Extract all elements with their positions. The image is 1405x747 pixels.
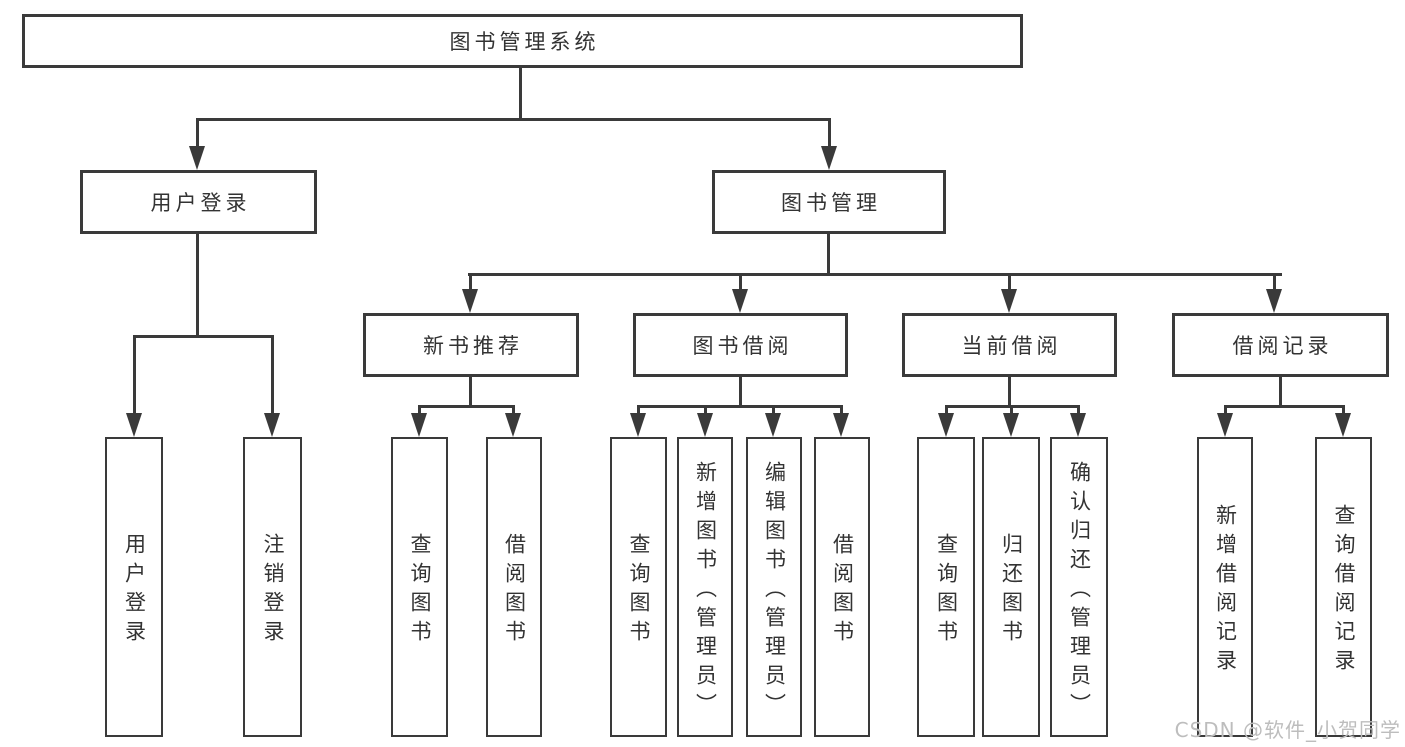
node-new-book-recommendation-label: 新书推荐 [423,334,523,358]
down-arrowhead-icon [126,413,142,437]
down-arrowhead-icon [765,413,781,437]
connector-to-leaf-logout [271,335,274,415]
down-arrowhead-icon [697,413,713,437]
connector-borrowing-records-stem [1279,376,1282,407]
down-arrowhead-icon [732,289,748,313]
down-arrowhead-icon [1001,289,1017,313]
node-book-management-label: 图书管理 [781,191,881,215]
connector-leaf-drop [945,405,948,415]
connector-leaf-drop [1010,405,1013,415]
down-arrowhead-icon [938,413,954,437]
connector-to-borrowing-records [1273,273,1276,291]
connector-to-leaf-user-login [133,335,136,415]
leaf-query-books-borrowing-label: 查询图书 [627,533,651,649]
node-current-borrowing: 当前借阅 [902,313,1117,377]
leaf-confirm-return-admin-label: 确认归还（管理员） [1067,460,1092,722]
leaf-add-book-admin-label: 新增图书（管理员） [693,460,718,722]
node-root: 图书管理系统 [22,14,1023,68]
node-book-management: 图书管理 [712,170,946,234]
connector-to-new-book [469,273,472,291]
leaf-return-books: 归还图书 [982,437,1040,737]
node-user-login-label: 用户登录 [150,191,251,215]
connector-to-user-login [196,118,199,148]
leaf-add-borrow-record: 新增借阅记录 [1197,437,1253,737]
connector-level3-branch [468,273,1282,276]
connector-to-book-borrowing [739,273,742,291]
connector-book-management-stem [827,233,830,276]
leaf-borrow-books-borrowing-label: 借阅图书 [830,533,855,649]
connector-root-stem [519,67,522,120]
connector-leaf-drop [1224,405,1227,415]
down-arrowhead-icon [189,146,205,170]
leaf-query-books-current-label: 查询图书 [934,533,959,649]
connector-user-login-stem [196,233,199,337]
connector-book-borrowing-branch [637,405,842,408]
down-arrowhead-icon [505,413,521,437]
down-arrowhead-icon [1217,413,1233,437]
down-arrowhead-icon [833,413,849,437]
leaf-borrow-books-recommend: 借阅图书 [486,437,542,737]
connector-leaf-drop [704,405,707,415]
node-book-borrowing-label: 图书借阅 [692,334,793,358]
down-arrowhead-icon [1070,413,1086,437]
leaf-logout-label: 注销登录 [261,533,285,649]
down-arrowhead-icon [1335,413,1351,437]
connector-leaf-drop [1077,405,1080,415]
leaf-user-login: 用户登录 [105,437,163,737]
leaf-confirm-return-admin: 确认归还（管理员） [1050,437,1108,737]
leaf-query-books-recommend: 查询图书 [391,437,448,737]
node-root-label: 图书管理系统 [449,30,600,54]
connector-new-book-stem [469,376,472,407]
leaf-query-books-borrowing: 查询图书 [610,437,667,737]
node-current-borrowing-label: 当前借阅 [961,334,1062,358]
connector-leaf-drop [418,405,421,415]
leaf-query-borrow-record-label: 查询借阅记录 [1332,504,1356,678]
connector-new-book-branch [418,405,514,408]
leaf-logout: 注销登录 [243,437,302,737]
connector-book-borrowing-stem [739,376,742,407]
connector-level1-branch [196,118,831,121]
down-arrowhead-icon [630,413,646,437]
leaf-add-borrow-record-label: 新增借阅记录 [1213,504,1238,678]
connector-to-book-management [828,118,831,148]
node-borrowing-records-label: 借阅记录 [1232,334,1333,358]
connector-borrowing-records-branch [1224,405,1343,408]
leaf-add-book-admin: 新增图书（管理员） [677,437,733,737]
down-arrowhead-icon [264,413,280,437]
connector-leaf-drop [1342,405,1345,415]
connector-to-current-borrowing [1008,273,1011,291]
connector-current-borrowing-stem [1008,376,1011,407]
down-arrowhead-icon [821,146,837,170]
leaf-borrow-books-borrowing: 借阅图书 [814,437,870,737]
leaf-borrow-books-recommend-label: 借阅图书 [502,533,527,649]
connector-leaf-drop [512,405,515,415]
csdn-watermark: CSDN @软件_小贺同学 [1174,718,1401,742]
connector-leaf-drop [772,405,775,415]
leaf-query-borrow-record: 查询借阅记录 [1315,437,1372,737]
connector-leaf-drop [840,405,843,415]
leaf-edit-book-admin-label: 编辑图书（管理员） [762,460,787,722]
leaf-query-books-current: 查询图书 [917,437,975,737]
down-arrowhead-icon [1003,413,1019,437]
node-book-borrowing: 图书借阅 [633,313,848,377]
down-arrowhead-icon [462,289,478,313]
node-borrowing-records: 借阅记录 [1172,313,1389,377]
down-arrowhead-icon [411,413,427,437]
leaf-return-books-label: 归还图书 [999,533,1024,649]
leaf-user-login-label: 用户登录 [122,533,147,649]
leaf-edit-book-admin: 编辑图书（管理员） [746,437,802,737]
leaf-query-books-recommend-label: 查询图书 [408,533,432,649]
node-user-login: 用户登录 [80,170,317,234]
node-new-book-recommendation: 新书推荐 [363,313,579,377]
down-arrowhead-icon [1266,289,1282,313]
connector-user-login-branch [133,335,274,338]
connector-leaf-drop [637,405,640,415]
